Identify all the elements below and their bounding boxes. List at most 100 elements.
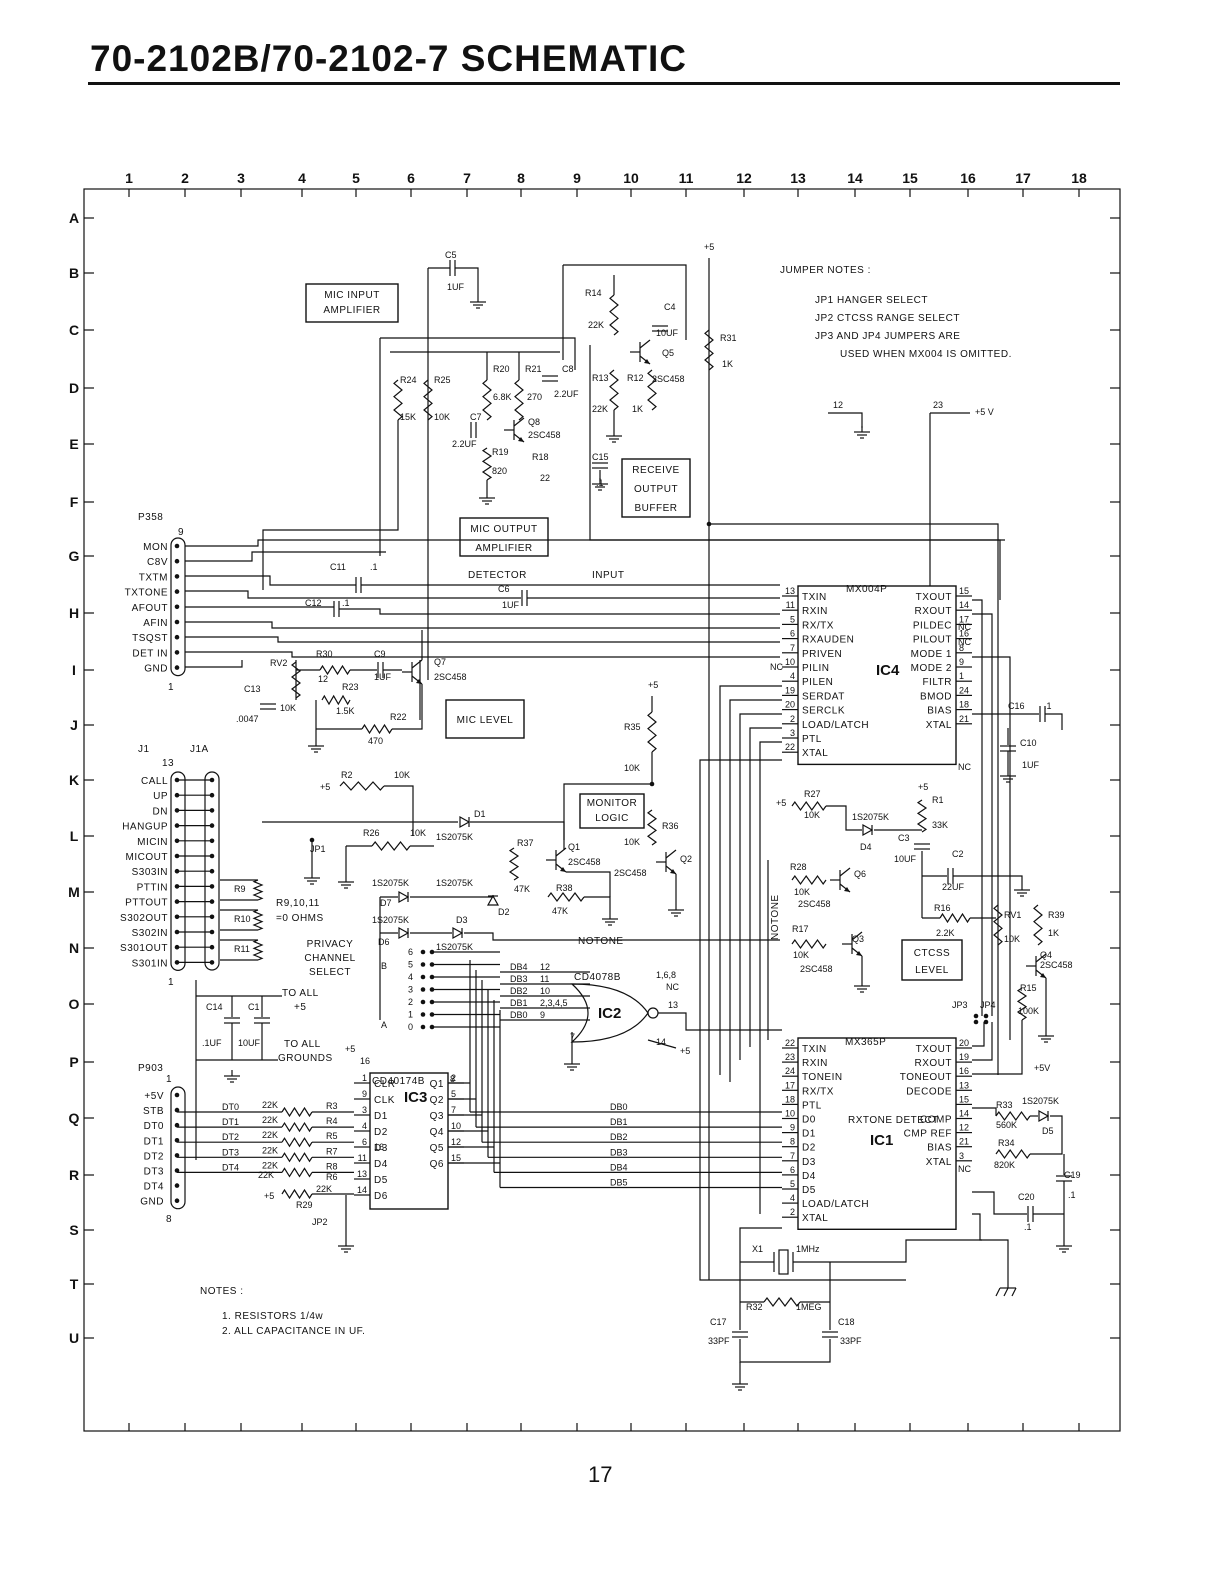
resistor-ref: R26 — [363, 828, 380, 838]
ic3-pin-name: CLK — [374, 1095, 395, 1106]
resistor-ref: R7 — [326, 1146, 338, 1156]
diode-ref: D5 — [1042, 1126, 1054, 1136]
grid-row-label: H — [69, 605, 79, 621]
ic4-name: IC4 — [876, 662, 900, 679]
j1-pin-label: S302OUT — [120, 913, 168, 924]
data-bus-label: DB2 — [610, 1132, 628, 1142]
ic4-pin-name: PILDEC — [913, 620, 952, 631]
ic2-pin-number: 10 — [540, 986, 550, 996]
privacy-position-label: 2 — [408, 997, 413, 1007]
ic3-pin-name: D4 — [374, 1159, 388, 1170]
ic4-pin-name: PRIVEN — [802, 649, 842, 660]
resistor-symbol — [252, 909, 264, 931]
transistor-ref: Q7 — [434, 657, 446, 667]
resistor-ref: R30 — [316, 649, 333, 659]
j1a-name: J1A — [190, 744, 209, 755]
grid-column-label: 13 — [790, 170, 806, 186]
junction-dot — [420, 987, 426, 992]
privacy-label: SELECT — [309, 967, 351, 978]
junction-dot — [174, 1138, 180, 1143]
p903-pin-label: +5V — [144, 1091, 164, 1102]
ic4-pin-number: 18 — [959, 700, 969, 710]
ic3-pin-name: D1 — [374, 1111, 388, 1122]
capacitor-ref: C12 — [305, 598, 322, 608]
ic3-pin-number: 11 — [358, 1153, 367, 1163]
privacy-position-label: 3 — [408, 985, 413, 995]
ic4-pin-number: 24 — [959, 685, 969, 695]
junction-dot — [209, 944, 215, 950]
capacitor-ref: C13 — [244, 684, 261, 694]
privacy-position-label: 1 — [408, 1010, 413, 1020]
grid-row-label: G — [69, 548, 80, 564]
capacitor-value: 10UF — [238, 1038, 261, 1048]
ic2-part-number: CD4078B — [574, 972, 621, 983]
ic1-pin-name: TONEIN — [802, 1072, 843, 1083]
resistor-symbol — [791, 874, 827, 886]
ic3-pin-name: D2 — [374, 1127, 388, 1138]
ic3-pin-name: D6 — [374, 1191, 388, 1202]
receive-output-buffer-box — [621, 458, 691, 518]
junction-dot — [209, 792, 215, 798]
resistor-symbol — [547, 892, 585, 902]
ic4-pin-number: 2 — [790, 714, 795, 724]
diode-symbol — [862, 823, 874, 837]
resistor-ref: R17 — [792, 924, 809, 934]
jumper-notes-heading: JUMPER NOTES : — [780, 265, 871, 276]
grid-row-label: K — [69, 772, 79, 788]
junction-dot — [420, 974, 426, 980]
grid-row-label: Q — [69, 1110, 80, 1126]
capacitor-ref: C16 — [1008, 701, 1025, 711]
junction-dot — [209, 868, 215, 874]
resistor-symbol — [995, 1110, 1031, 1122]
ic1-pin-number: 13 — [959, 1080, 969, 1090]
ic4-nc-label: NC — [958, 622, 971, 632]
resistor-symbol — [995, 1148, 1031, 1160]
grid-row-label: U — [69, 1330, 79, 1346]
ic1-pin-name: RX/TX — [802, 1086, 834, 1097]
potentiometer-symbol — [291, 661, 301, 699]
ic1-pin-number: 5 — [790, 1179, 795, 1189]
wire — [185, 636, 780, 643]
grid-column-label: 4 — [298, 170, 306, 186]
ic1-pin-number: 15 — [959, 1094, 969, 1104]
ic1-pin-name: COMP — [920, 1115, 952, 1126]
resistor-symbol — [609, 369, 619, 411]
jumper-ref: JP1 — [310, 844, 326, 854]
junction-dot — [209, 899, 215, 904]
ic3-pin-number: 5 — [451, 1089, 456, 1099]
dt-line-label: DT0 — [222, 1102, 239, 1112]
diode-part: 1S2075K — [1022, 1096, 1059, 1106]
resistor-ref: R29 — [296, 1200, 313, 1210]
wire — [699, 759, 906, 1281]
ic2-pin14-wire — [647, 1039, 677, 1049]
grid-row-label: T — [70, 1276, 79, 1292]
resistor-symbol — [791, 800, 827, 812]
wire — [563, 752, 653, 840]
resistor-ref: R3 — [326, 1101, 338, 1111]
ic2-pin-number: 14 — [656, 1037, 666, 1047]
junction-dot — [174, 558, 180, 564]
p903-body — [170, 1086, 186, 1210]
transistor-symbol — [665, 849, 677, 859]
transistor-symbol — [1035, 953, 1047, 963]
wire — [972, 613, 993, 1016]
junction-dot — [174, 543, 180, 549]
resistor-value: 22K — [262, 1160, 278, 1170]
grid-row-label: F — [70, 494, 79, 510]
ic1-pin-name: D3 — [802, 1157, 816, 1168]
resistor-symbol — [393, 379, 403, 421]
transistor-ref: Q2 — [680, 854, 692, 864]
transistor-ref: Q5 — [662, 348, 674, 358]
ic1-pin-number: 16 — [959, 1066, 969, 1076]
wire — [339, 608, 780, 615]
resistor-symbol — [423, 379, 433, 421]
wire — [685, 1028, 782, 1031]
capacitor-value: .1 — [1024, 1222, 1032, 1232]
ground-symbol — [1011, 1287, 1017, 1297]
net-label: DETECTOR — [468, 570, 527, 581]
ctcss-level-box — [901, 939, 963, 981]
block-label: MIC LEVEL — [457, 715, 514, 726]
p358-pin-label: TXTONE — [125, 588, 168, 599]
transistor-symbol — [670, 869, 676, 874]
resistor-value: 12 — [318, 674, 328, 684]
